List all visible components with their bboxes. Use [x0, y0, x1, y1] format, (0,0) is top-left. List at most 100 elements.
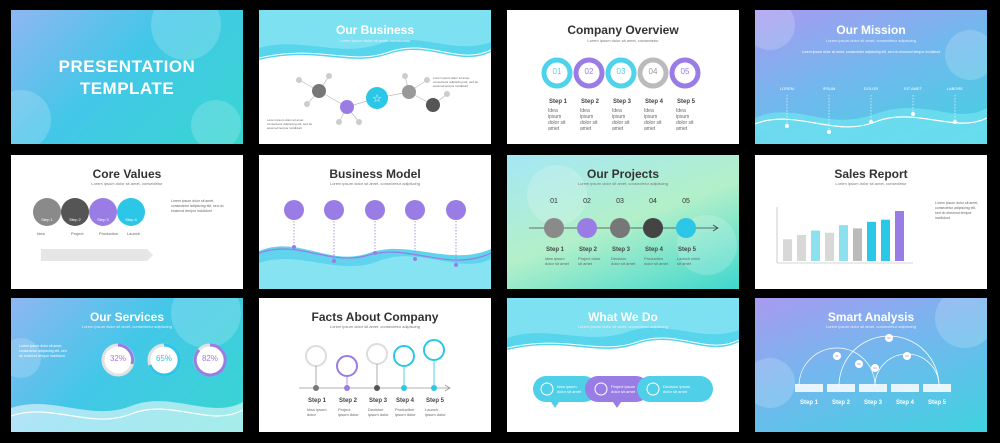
core-item-1: Idea — [37, 231, 45, 236]
slide-our-services[interactable]: Our Services Lorem ipsum dolor sit amet,… — [11, 298, 243, 432]
overview-step-5: Step 5 — [676, 99, 695, 105]
projects-step-2: Step 2 — [578, 247, 597, 253]
smart-step-1: Step 1 — [799, 400, 818, 406]
overview-subtitle: Lorem ipsum dolor sit amet, consectetur — [587, 38, 659, 43]
projects-num-1: 01 — [550, 198, 558, 205]
sales-text: Lorem ipsum dolor sit amet, consectetur … — [935, 201, 979, 220]
mission-label-3: DOLOR — [863, 86, 879, 91]
projects-subtitle: Lorem ipsum dolor sit amet, consectetur … — [577, 181, 669, 186]
overview-num-3: 03 — [616, 67, 626, 76]
sales-subtitle: Lorem ipsum dolor sit amet, consectetur — [835, 181, 907, 186]
slide-our-projects[interactable]: Our Projects Lorem ipsum dolor sit amet,… — [507, 155, 739, 289]
overview-num-5: 05 — [680, 67, 690, 76]
facts-step-3: Step 3 — [368, 398, 387, 404]
smart-step-2: Step 2 — [831, 400, 850, 406]
slide-business-model[interactable]: Business Model Lorem ipsum dolor sit ame… — [259, 155, 491, 289]
overview-step-3: Step 3 — [612, 99, 631, 105]
slide-smart-analysis[interactable]: Smart Analysis Lorem ipsum dolor sit ame… — [755, 298, 987, 432]
business-text-left: Lorem ipsum dolor sit amet, consectetur … — [267, 118, 313, 130]
whatwedo-subtitle: Lorem ipsum dolor sit amet, consectetur … — [577, 324, 669, 329]
projects-step-5: Step 5 — [677, 247, 696, 253]
facts-step-4: Step 4 — [395, 398, 414, 404]
overview-desc-2: Idea ipsum dolor sit amet — [580, 108, 598, 132]
projects-num-5: 05 — [682, 198, 690, 205]
facts-item-3: Decision ipsum dolor — [368, 407, 389, 417]
business-subtitle: Lorem ipsum dolor sit amet, consectetur — [339, 38, 411, 43]
smart-node-4: 04 — [873, 366, 877, 370]
slide-core-values[interactable]: Core Values Lorem ipsum dolor sit amet, … — [11, 155, 243, 289]
smart-node-5: 05 — [857, 362, 861, 366]
services-subtitle: Lorem ipsum dolor sit amet, consectetur … — [81, 324, 173, 329]
slide-company-overview[interactable]: Company Overview Lorem ipsum dolor sit a… — [507, 10, 739, 144]
core-item-3: Production — [99, 231, 119, 236]
projects-timeline — [529, 218, 719, 238]
sales-bar-4 — [825, 232, 834, 261]
overview-desc-1: Idea ipsum dolor sit amet — [548, 108, 566, 132]
sales-title: Sales Report — [834, 167, 908, 181]
model-subtitle: Lorem ipsum dolor sit amet, consectetur … — [329, 181, 421, 186]
core-step-4: Step 4 — [125, 217, 137, 222]
projects-step-3: Step 3 — [611, 247, 630, 253]
mission-label-1: LOREM — [779, 86, 795, 91]
facts-step-2: Step 2 — [338, 398, 357, 404]
smart-subtitle: Lorem ipsum dolor sit amet, consectetur … — [825, 324, 917, 329]
sales-bar-7 — [867, 221, 876, 261]
overview-num-2: 02 — [584, 67, 594, 76]
slide-cover[interactable]: PRESENTATION TEMPLATE — [11, 10, 243, 144]
mission-label-4: SIT AMET — [903, 86, 923, 91]
overview-desc-5: Idea ipsum dolor sit amet — [676, 108, 694, 132]
mission-label-2: IPSUM — [822, 86, 836, 91]
facts-item-2: Project ipsum dolor — [338, 407, 359, 417]
smart-node-2: 02 — [887, 336, 891, 340]
slide-sales-report[interactable]: Sales Report Lorem ipsum dolor sit amet,… — [755, 155, 987, 289]
facts-item-1: Idea ipsum dolor — [307, 407, 327, 417]
core-step-3: Step 3 — [97, 217, 109, 222]
slide-facts-about-company[interactable]: Facts About Company Lorem ipsum dolor si… — [259, 298, 491, 432]
sales-bar-2 — [797, 234, 806, 261]
projects-item-3: Decision dolor sit amet — [611, 256, 636, 266]
facts-timeline — [299, 339, 451, 392]
projects-item-4: Production dolor sit amet — [644, 256, 669, 266]
facts-subtitle: Lorem ipsum dolor sit amet, consectetur … — [329, 324, 421, 329]
sales-bar-1 — [783, 239, 792, 261]
smart-step-4: Step 4 — [895, 400, 914, 406]
overview-title: Company Overview — [567, 23, 679, 37]
projects-title: Our Projects — [586, 167, 660, 181]
projects-item-1: Idea ipsum dolor sit amet — [545, 256, 570, 266]
projects-item-2: Project dolor sit amet — [578, 256, 601, 266]
projects-num-4: 04 — [649, 198, 657, 205]
projects-num-3: 03 — [616, 198, 624, 205]
business-title: Our Business — [335, 23, 415, 37]
projects-num-2: 02 — [583, 198, 591, 205]
overview-step-4: Step 4 — [644, 99, 663, 105]
overview-num-1: 01 — [552, 67, 562, 76]
mission-title: Our Mission — [836, 23, 906, 37]
core-title: Core Values — [92, 167, 162, 181]
core-item-2: Project — [71, 231, 84, 236]
mission-label-5: LABORE — [946, 86, 964, 91]
mission-waves — [755, 95, 987, 144]
services-title: Our Services — [89, 310, 165, 324]
services-graphic — [11, 343, 243, 432]
facts-step-5: Step 5 — [425, 398, 444, 404]
slide-what-we-do[interactable]: What We Do Lorem ipsum dolor sit amet, c… — [507, 298, 739, 432]
slide-our-mission[interactable]: Our Mission Lorem ipsum dolor sit amet, … — [755, 10, 987, 144]
slide-our-business[interactable]: ☆ Our Business Lorem ipsum dolor sit ame… — [259, 10, 491, 144]
smart-title: Smart Analysis — [827, 310, 915, 324]
model-title: Business Model — [329, 167, 421, 181]
projects-step-1: Step 1 — [545, 247, 564, 253]
sales-bar-9 — [895, 211, 904, 261]
sales-bar-5 — [839, 225, 848, 261]
core-item-4: Launch — [127, 231, 141, 236]
services-text: Lorem ipsum dolor sit amet, consectetur … — [19, 344, 67, 358]
core-text: Lorem ipsum dolor sit amet, consectetur … — [171, 199, 224, 213]
business-text-right: Lorem ipsum dolor sit amet, consectetur … — [433, 76, 479, 88]
svg-text:☆: ☆ — [372, 93, 382, 105]
smart-step-3: Step 3 — [863, 400, 882, 406]
facts-title: Facts About Company — [311, 310, 439, 324]
smart-node-3: 03 — [905, 354, 909, 358]
cover-title: PRESENTATION TEMPLATE — [58, 57, 196, 98]
facts-item-4: Production ipsum dolor — [395, 407, 416, 417]
whatwedo-item-2: Project ipsum dolor sit amet — [611, 384, 636, 394]
facts-step-1: Step 1 — [307, 398, 326, 404]
